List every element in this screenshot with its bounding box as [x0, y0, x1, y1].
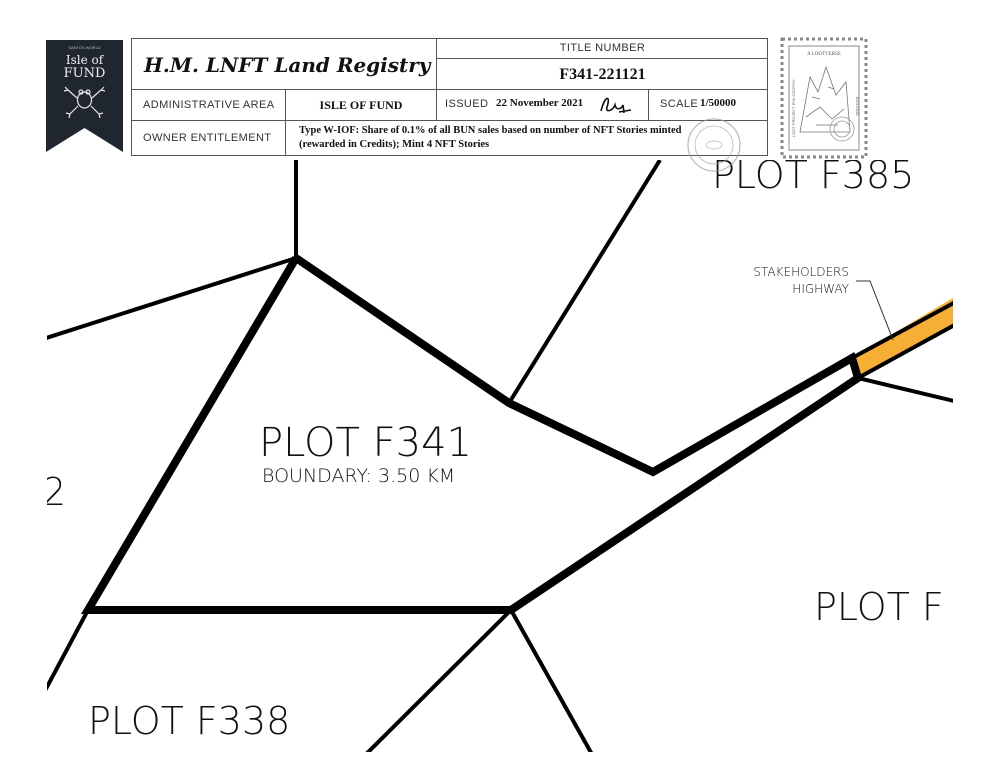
- plot-boundary: [80, 254, 863, 614]
- owner-entitlement-line1: Type W-IOF: Share of 0.1% of all BUN sal…: [299, 125, 682, 136]
- issued-date: 22 November 2021: [496, 97, 584, 109]
- round-seal-stamp-icon: [687, 118, 741, 172]
- owner-entitlement-label: OWNER ENTITLEMENT: [132, 121, 286, 156]
- issued-label: ISSUED: [445, 98, 489, 110]
- plot-label-left-edge: 2: [42, 470, 66, 514]
- admin-area-label: ADMINISTRATIVE AREA: [132, 90, 286, 121]
- banner-line2: FUND: [64, 66, 106, 81]
- scale-cell: SCALE 1/50000: [649, 90, 768, 121]
- plot-label-main: PLOT F341: [259, 420, 472, 466]
- road-line: [857, 323, 953, 380]
- plot-label-top-right: PLOT F385: [712, 153, 914, 197]
- issued-cell: ISSUED 22 November 2021: [437, 90, 649, 121]
- highway-label-line1: STAKEHOLDERS: [753, 265, 849, 279]
- title-number-value: F341-221121: [437, 59, 768, 90]
- highway-leader-line: [856, 280, 894, 341]
- stamp-side-left: LOOT PROJECT PHILOSOPHY: [791, 79, 796, 137]
- banner-small-text: SANTOS WORLD: [68, 45, 100, 50]
- plot-boundary-text: BOUNDARY: 3.50 KM: [262, 465, 455, 487]
- registry-title: H.M. LNFT Land Registry: [144, 53, 431, 77]
- stakeholders-highway: [852, 297, 953, 378]
- postage-stamp-icon: A LOOTVERSE LOOT PROJECT PHILOSOPHY BUIL…: [780, 37, 868, 159]
- registry-title-block: H.M. LNFT Land Registry TITLE NUMBER F34…: [131, 38, 768, 156]
- owner-entitlement-value: Type W-IOF: Share of 0.1% of all BUN sal…: [286, 121, 768, 156]
- title-number-label: TITLE NUMBER: [437, 39, 768, 59]
- highway-label-line2: HIGHWAY: [792, 282, 849, 296]
- scale-value: 1/50000: [700, 97, 737, 109]
- plot-label-right: PLOT F: [814, 585, 944, 629]
- road-line: [47, 256, 297, 340]
- road-line: [47, 609, 90, 692]
- scale-label: SCALE: [660, 98, 699, 110]
- plot-label-bottom-left: PLOT F338: [88, 699, 290, 743]
- road-line: [857, 376, 953, 403]
- road-line: [507, 160, 662, 405]
- stamp-illustration: [799, 65, 855, 142]
- road-line: [509, 609, 593, 752]
- stamp-top-text: A LOOTVERSE: [807, 52, 841, 57]
- signature-icon: [600, 97, 632, 114]
- stamp-side-right: BUILDING: [855, 97, 860, 116]
- frog-emblem-icon: [63, 86, 106, 119]
- admin-area-value: ISLE OF FUND: [286, 90, 437, 121]
- isle-of-fund-banner: SANTOS WORLD Isle of FUND: [46, 40, 123, 152]
- banner-line1: Isle of: [66, 53, 105, 67]
- registry-title-cell: H.M. LNFT Land Registry: [132, 39, 437, 90]
- owner-entitlement-line2: (rewarded in Credits); Mint 4 NFT Storie…: [299, 139, 490, 150]
- road-line: [851, 301, 953, 360]
- road-line: [365, 608, 513, 752]
